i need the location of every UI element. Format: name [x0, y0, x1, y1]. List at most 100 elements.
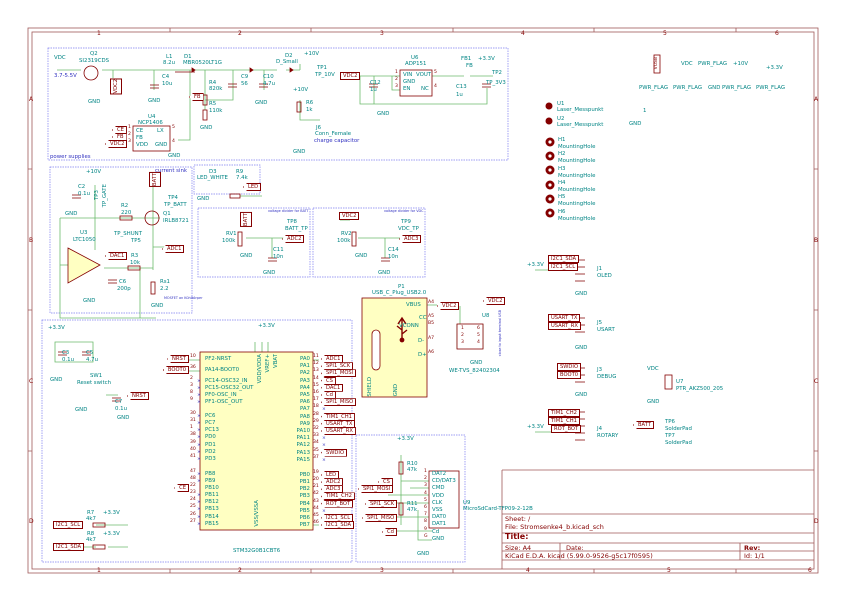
- pin-number: 12: [313, 361, 319, 367]
- c12-ref: C12: [370, 80, 381, 86]
- gnd-label: GND: [200, 125, 213, 131]
- net-usart-rx: USART_RX: [548, 322, 581, 330]
- mcu-pin-name: PA7: [299, 406, 310, 413]
- gnd-label: GND: [355, 253, 368, 259]
- j3-value: DEBUG: [597, 374, 617, 380]
- mcu-pin-name: PC14-OSC32_IN: [205, 378, 248, 384]
- c13-value: 1u: [456, 92, 463, 98]
- c14-value: 10n: [388, 254, 399, 260]
- component-bodies: [58, 65, 491, 550]
- vdc-range-note: 3.7-5.5V: [54, 73, 77, 79]
- net-label-rot-bot: ROT_BOT: [321, 499, 354, 508]
- q2-ref: Q2: [90, 51, 98, 57]
- mcu-pin-name: PB13: [205, 506, 219, 512]
- mcu-pin-name: PB6: [299, 514, 310, 521]
- pin-number: 2: [395, 77, 398, 82]
- usb-pin-vconn: VCONN: [399, 323, 419, 329]
- block-title: power supplies: [50, 154, 91, 160]
- net-fb: FB: [189, 93, 204, 101]
- fb1-value: FB: [466, 63, 473, 69]
- pin-number: 2: [190, 376, 193, 381]
- c13-ref: C13: [456, 84, 467, 90]
- sheet-id: Id: 1/1: [744, 552, 765, 560]
- no-connect-icon: ×: [197, 379, 201, 384]
- mcu-pin-name: PB7: [299, 522, 310, 529]
- c9-value: 56: [241, 81, 248, 87]
- pin-number: 4: [172, 139, 175, 144]
- r8-ref: R8: [87, 531, 95, 537]
- mcu-pin-name: PD1: [205, 442, 216, 448]
- u6-pin-en: EN: [403, 86, 411, 92]
- pin-number: 21: [313, 484, 319, 490]
- pin-number: 31: [190, 418, 196, 423]
- c3-ref: C3: [62, 350, 70, 356]
- pin-number: 46: [313, 520, 319, 526]
- block-title: current sink: [155, 168, 188, 174]
- net-adc2: ADC2: [282, 235, 305, 243]
- u6-value: ADP151: [405, 61, 427, 67]
- mcu-pin-name: PA11: [296, 435, 310, 442]
- pin-number: A7: [428, 336, 435, 341]
- net-spi1-miso: SPI1_MISO: [362, 514, 398, 522]
- r2-ref: R2: [121, 203, 129, 209]
- gnd-label: GND: [629, 121, 642, 127]
- sw1-value: Reset switch: [77, 380, 111, 386]
- h2-value: MountingHole: [558, 158, 596, 164]
- mcu-pin-name: PB0: [299, 472, 310, 478]
- gnd-label: GND: [240, 253, 253, 259]
- net-rot-bot: ROT_BOT: [551, 425, 582, 433]
- p33-power: +3.3V: [397, 436, 414, 442]
- tp6-ref: TP6: [665, 419, 675, 425]
- r6-value: 1k: [306, 107, 313, 113]
- no-connect-icon: ×: [322, 457, 326, 463]
- mcu-pin-vref: VREF+: [265, 354, 271, 373]
- net-batt: BATT: [633, 421, 654, 429]
- tp9-value: VDC_TP: [398, 226, 419, 232]
- tp5-ref: TP5: [131, 238, 141, 244]
- c12-value: 1u: [370, 87, 377, 93]
- mcu-pin-name: PA14-BOOT0: [205, 367, 240, 373]
- no-connect-icon: ×: [322, 508, 326, 514]
- pin-number: 37: [313, 454, 319, 460]
- tp3-ref: TP3: [94, 190, 100, 200]
- tp7-value: SolderPad: [665, 440, 692, 446]
- mcu-pin-name: PB4: [299, 500, 310, 507]
- r4-value: 820k: [209, 86, 223, 92]
- pin-number: 3: [190, 383, 193, 388]
- vusb-label: VUSB: [654, 57, 659, 70]
- r4-ref: R4: [209, 80, 217, 86]
- frame-col-4-bottom: 4: [526, 567, 530, 574]
- q1-value: IRLB8721: [163, 218, 189, 224]
- no-connect-icon: ×: [197, 393, 201, 398]
- mcu-pin-name: PA13: [296, 449, 310, 456]
- net-vdc2: VDC2: [340, 72, 361, 80]
- u4-pin-gnd: GND: [155, 142, 168, 148]
- gnd-label: GND: [378, 270, 391, 276]
- sd-value: MicroSdCard-TFP09-2-12B: [463, 506, 533, 512]
- net-label-swdio: SWDIO: [321, 448, 348, 457]
- net-label-tim1-ch1: TIM1_CH1: [321, 412, 355, 421]
- pin-1-label: 1: [643, 108, 647, 114]
- mcu-pin-name: PB10: [205, 485, 219, 491]
- c11-ref: C11: [273, 247, 284, 253]
- j5-value: USART: [597, 327, 615, 333]
- tp1-value: TP_10V: [315, 72, 335, 78]
- pin-number: G: [424, 533, 428, 539]
- j6-ref: J6: [316, 125, 322, 131]
- d3-value: LED_WHITE: [197, 175, 228, 181]
- tp2-ref: TP2: [492, 70, 502, 76]
- net-label-tim1-ch2: TIM1_CH2: [321, 492, 355, 501]
- net-label-spi1-miso: SPI1_MISO: [321, 398, 357, 407]
- no-connect-icon: ×: [197, 435, 201, 440]
- usb-pin-vbus: VBUS: [406, 302, 421, 308]
- u4-value: NCP1406: [138, 120, 163, 126]
- gnd-label: GND: [88, 99, 101, 105]
- sd-pin-name: CLK: [432, 499, 443, 506]
- j1-value: OLED: [597, 273, 612, 279]
- u7-value: PTR_AKZ500_205: [676, 386, 724, 392]
- no-connect-icon: ×: [197, 493, 201, 498]
- mcu-pin-name: PC7: [205, 420, 216, 426]
- pwr-flag-label: PWR_FLAG: [673, 85, 703, 91]
- mcu-pin-vss: VSS/VSSA: [254, 500, 260, 527]
- r3-ref: R3: [131, 253, 139, 259]
